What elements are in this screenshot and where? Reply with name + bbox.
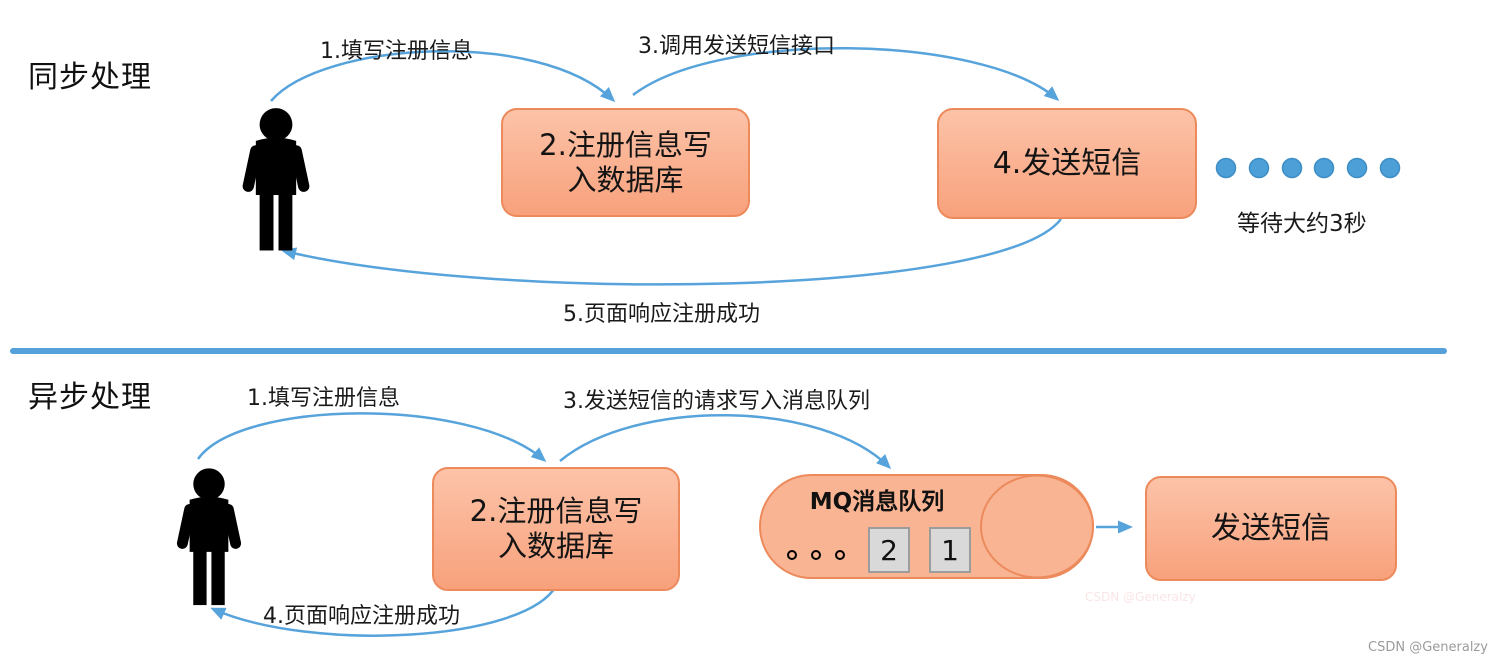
sync-section-title: 同步处理 — [28, 60, 152, 95]
sync-step2-node: 2.注册信息写 入数据库 — [501, 108, 750, 217]
mq-queue-title: MQ消息队列 — [809, 489, 945, 515]
mq-queue-item-2: 2 — [868, 527, 910, 573]
wait-dots — [1215, 157, 1401, 179]
async-step2-line1: 2.注册信息写 — [469, 494, 643, 529]
section-divider — [10, 348, 1447, 354]
sync-step4-node: 4.发送短信 — [937, 108, 1197, 219]
sync-step3-label: 3.调用发送短信接口 — [638, 34, 835, 59]
async-step2-line2: 入数据库 — [497, 529, 614, 563]
arrow-sync-step1 — [270, 50, 616, 103]
wait-dot — [1248, 157, 1270, 179]
mq-ellipsis-dot — [811, 550, 821, 560]
arrow-async-step3 — [559, 414, 892, 470]
async-section-title: 异步处理 — [28, 380, 152, 415]
sync-step5-label: 5.页面响应注册成功 — [563, 302, 760, 327]
wait-dot — [1215, 157, 1237, 179]
arrow-async-step4-return — [210, 585, 558, 637]
wait-dot — [1346, 157, 1368, 179]
async-step4-label: 4.页面响应注册成功 — [263, 604, 460, 629]
wait-dot — [1281, 157, 1303, 179]
async-sms-node: 发送短信 — [1145, 476, 1397, 581]
mq-queue-item-1: 1 — [929, 527, 971, 573]
arrow-sync-step5-return — [281, 218, 1062, 286]
async-sms-label: 发送短信 — [1211, 510, 1331, 546]
mq-cylinder — [759, 474, 1094, 579]
mq-ellipsis-dots — [787, 550, 845, 560]
faint-watermark: CSDN @Generalzy — [1085, 590, 1196, 604]
mq-cylinder-endcap — [980, 474, 1094, 579]
async-step3-label: 3.发送短信的请求写入消息队列 — [563, 389, 870, 414]
arrow-async-step1 — [196, 412, 547, 462]
arrow-sync-step3 — [632, 47, 1060, 101]
wait-dot — [1379, 157, 1401, 179]
mq-ellipsis-dot — [787, 550, 797, 560]
async-step1-label: 1.填写注册信息 — [247, 386, 400, 411]
wait-dot — [1313, 157, 1335, 179]
sync-step4-label: 4.发送短信 — [992, 145, 1142, 181]
mq-ellipsis-dot — [835, 550, 845, 560]
sync-step1-label: 1.填写注册信息 — [320, 39, 473, 64]
wait-duration-label: 等待大约3秒 — [1237, 211, 1367, 237]
user-person-icon-async — [182, 468, 235, 605]
sync-step2-line1: 2.注册信息写 — [539, 127, 712, 162]
user-person-icon-sync — [248, 108, 303, 250]
csdn-watermark: CSDN @Generalzy — [1368, 640, 1488, 655]
async-step2-node: 2.注册信息写 入数据库 — [432, 467, 680, 591]
sync-step2-line2: 入数据库 — [567, 162, 684, 197]
